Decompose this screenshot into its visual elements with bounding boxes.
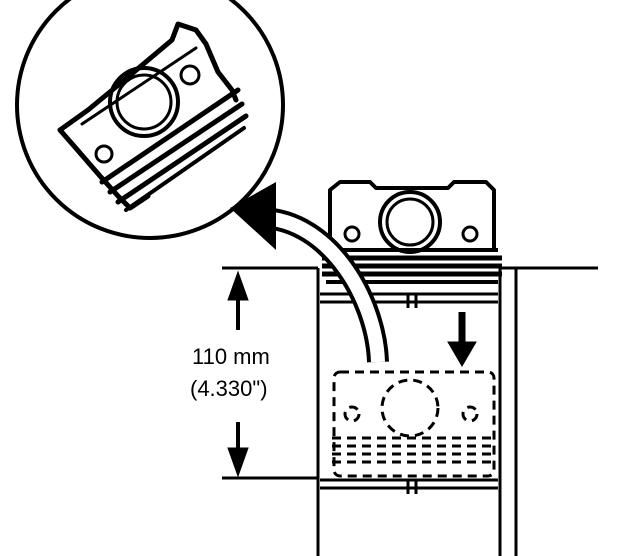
piston-installed-hidden bbox=[332, 370, 496, 478]
dimension-metric-label: 110 mm bbox=[192, 344, 270, 369]
cylinder-block bbox=[222, 266, 598, 556]
curved-arrow-icon bbox=[230, 182, 389, 363]
detail-circle bbox=[15, 0, 285, 240]
detail-piston bbox=[57, 21, 249, 212]
down-arrow-icon bbox=[447, 312, 477, 367]
ring-compressor bbox=[320, 292, 498, 494]
dimension-imperial-label: (4.330") bbox=[190, 376, 268, 401]
dimension-line bbox=[227, 270, 249, 478]
detail-view bbox=[15, 0, 285, 240]
